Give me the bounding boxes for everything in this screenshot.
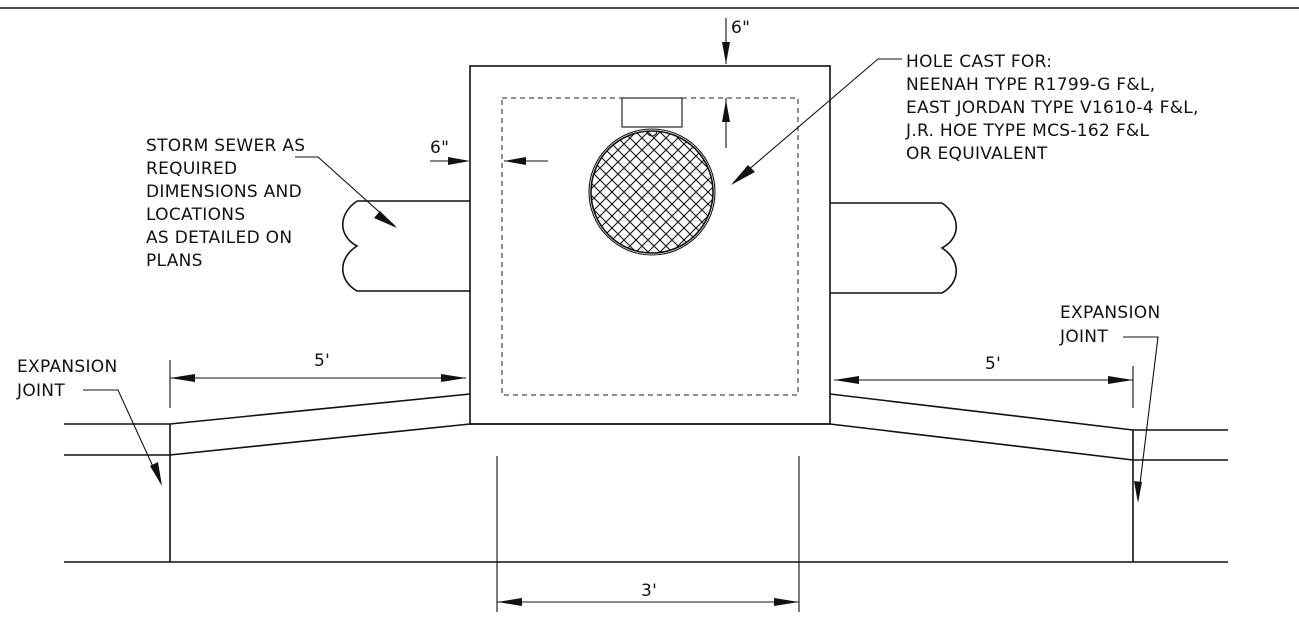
hole-cast-leader: [731, 58, 902, 185]
storm-sewer-note-line: PLANS: [146, 251, 203, 271]
storm-sewer-note-line: LOCATIONS: [146, 205, 245, 225]
hole-cast-note-line: EAST JORDAN TYPE V1610-4 F&L,: [906, 98, 1199, 118]
right-span-dimension: [834, 366, 1134, 408]
storm-sewer-leader: [295, 156, 397, 228]
pavement-slab-lines: [64, 393, 1228, 563]
expansion-joint-left-line: EXPANSION: [17, 357, 118, 377]
expansion-joint-right-label: EXPANSION JOINT: [1059, 303, 1161, 347]
expansion-joint-left-leader: [83, 389, 162, 486]
storm-sewer-note-line: AS DETAILED ON: [146, 228, 292, 248]
top-wall-dimension: [722, 18, 730, 148]
hole-cast-note-line: J.R. HOE TYPE MCS-162 F&L: [905, 121, 1149, 141]
hole-cast-note-line: OR EQUIVALENT: [906, 144, 1048, 164]
side-wall-dimension: [430, 157, 548, 165]
left-span-dimension: [169, 360, 466, 408]
left-span-dimension-label: 5': [314, 351, 330, 371]
storm-sewer-note-line: REQUIRED: [146, 159, 237, 179]
hole-cast-note-line: NEENAH TYPE R1799-G F&L,: [906, 75, 1155, 95]
expansion-joint-right-line: JOINT: [1059, 327, 1108, 347]
expansion-joint-right-leader: [1123, 336, 1159, 503]
expansion-joint-left-label: EXPANSION JOINT: [16, 357, 118, 401]
cast-hole: [588, 128, 716, 256]
bottom-width-dimension: [496, 456, 800, 612]
frame-notch: [621, 97, 683, 128]
right-storm-pipe: [830, 202, 957, 294]
expansion-joint-left-line: JOINT: [16, 381, 65, 401]
storm-sewer-note-line: STORM SEWER AS: [146, 136, 305, 156]
left-storm-pipe: [342, 200, 470, 292]
hole-cast-note: HOLE CAST FOR: NEENAH TYPE R1799-G F&L, …: [905, 52, 1199, 164]
right-span-dimension-label: 5': [985, 354, 1001, 374]
expansion-joint-right-line: EXPANSION: [1060, 303, 1161, 323]
side-wall-dimension-label: 6": [430, 138, 449, 158]
bottom-width-dimension-label: 3': [641, 581, 657, 601]
storm-sewer-note-line: DIMENSIONS AND: [146, 182, 302, 202]
storm-sewer-note: STORM SEWER AS REQUIRED DIMENSIONS AND L…: [146, 136, 305, 271]
hole-cast-note-line: HOLE CAST FOR:: [906, 52, 1052, 72]
top-wall-dimension-label: 6": [731, 18, 750, 38]
